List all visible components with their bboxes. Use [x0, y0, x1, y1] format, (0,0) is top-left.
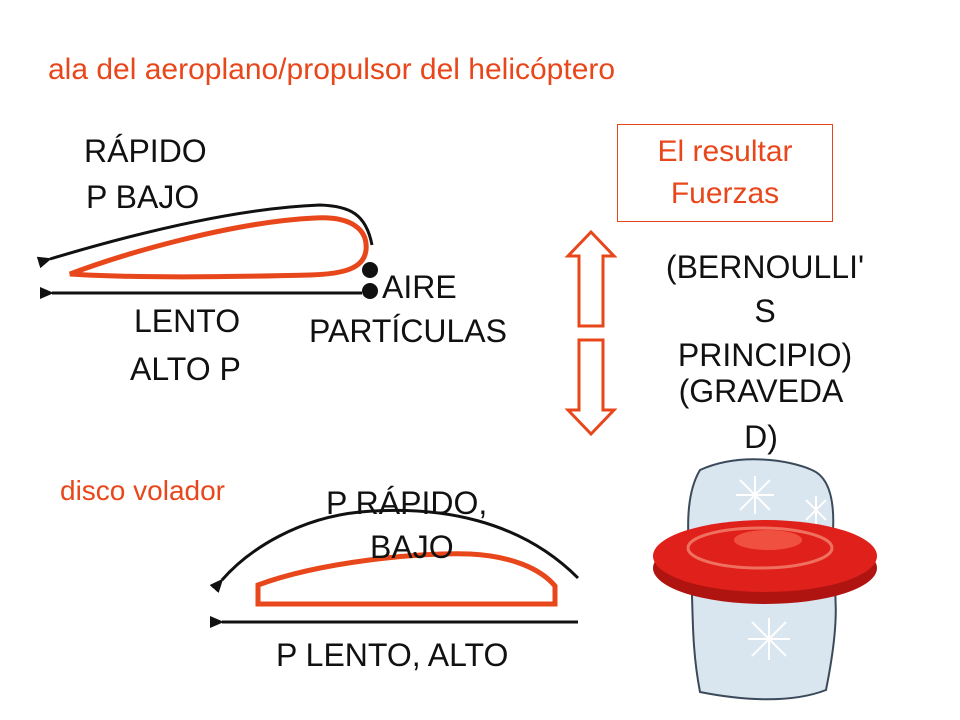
gravity-label-line2: D)	[744, 419, 778, 455]
lift-label-line3: PRINCIPIO)	[677, 337, 853, 373]
snowflake-icon	[736, 476, 774, 514]
resultant-forces-box: El resultar Fuerzas	[617, 124, 833, 222]
lift-label-line1: (BERNOULLI'	[665, 249, 865, 285]
frisbee-center	[734, 530, 802, 550]
gravity-label-line1: (GRAVEDA	[678, 373, 844, 409]
airfoil-shape	[69, 215, 369, 280]
resultant-forces-line2: Fuerzas	[670, 177, 780, 210]
air-particles-label-line1: AIRE	[382, 269, 457, 305]
air-particles-label-line2: PARTÍCULAS	[309, 313, 507, 349]
disc-heading: disco volador	[60, 475, 225, 506]
wing-top-label-line2: P BAJO	[86, 179, 200, 215]
disc-profile-shape	[255, 551, 558, 607]
lift-arrow-up-icon	[564, 229, 618, 328]
wing-bottom-label-line1: LENTO	[134, 303, 241, 339]
disc-top-label-line1: P RÁPIDO,	[326, 485, 488, 521]
wing-bottom-label-line2: ALTO P	[130, 351, 241, 387]
lift-label-line2: S	[754, 293, 776, 329]
page-title: ala del aeroplano/propulsor del helicópt…	[48, 53, 616, 86]
frisbee-highlight	[686, 526, 834, 570]
disc-bottom-label: P LENTO, ALTO	[276, 637, 509, 673]
frisbee-clipart	[653, 458, 877, 701]
resultant-forces-line1: El resultar	[657, 135, 793, 168]
wing-top-airflow-arrow	[36, 203, 374, 269]
air-particle	[362, 283, 378, 299]
wing-top-label-line1: RÁPIDO	[84, 133, 207, 169]
gravity-arrow-down-icon	[564, 338, 618, 437]
snowflake-icon	[748, 618, 790, 660]
disc-top-airflow-arrow	[209, 508, 580, 593]
air-particle	[362, 262, 378, 278]
snowflake-icon	[805, 496, 827, 524]
disc-top-label-line2: BAJO	[370, 529, 454, 565]
